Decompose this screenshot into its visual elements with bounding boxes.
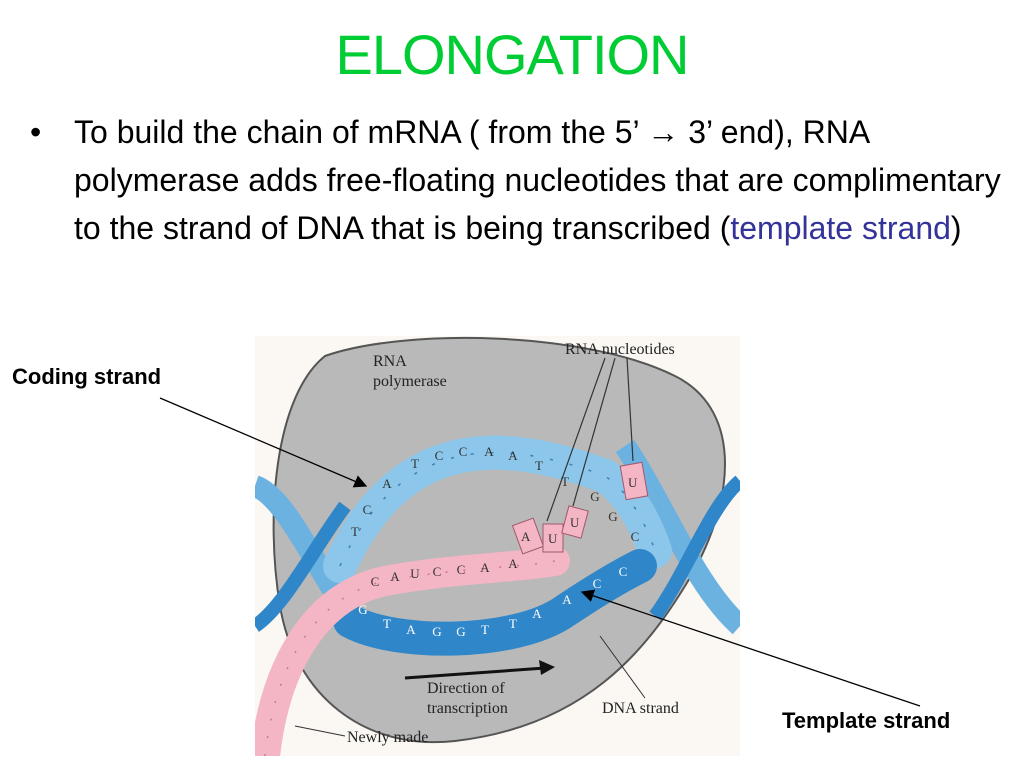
slide-title: ELONGATION bbox=[335, 23, 689, 86]
template-base-letter: C bbox=[593, 576, 602, 591]
coding-base-letter: T bbox=[561, 474, 569, 489]
coding-base-letter: C bbox=[435, 448, 444, 463]
rna-base-letter: U bbox=[410, 566, 420, 581]
dna-helix-left-back bbox=[250, 501, 351, 632]
right-arrow-icon: → bbox=[647, 114, 680, 150]
polymerase-label-line1: RNA bbox=[373, 353, 407, 370]
coding-base-letter: T bbox=[351, 524, 359, 539]
newly-made-pointer bbox=[294, 725, 346, 737]
template-base-letter: T bbox=[383, 616, 391, 631]
rna-base-letter: A bbox=[508, 556, 518, 571]
label-pointer-line bbox=[546, 357, 606, 522]
free-nucleotide: U bbox=[542, 523, 564, 553]
coding-base-letter: A bbox=[508, 448, 518, 463]
coding-base-letter: A bbox=[382, 476, 392, 491]
bullet-text: To build the chain of mRNA ( from the 5’… bbox=[74, 108, 1010, 252]
direction-arrow bbox=[404, 666, 546, 680]
template-strand-band bbox=[333, 549, 657, 656]
label-pointer-line bbox=[572, 357, 616, 507]
label-pointer-line bbox=[626, 357, 634, 462]
coding-base-letter: C bbox=[363, 502, 372, 517]
template-base-letter: G bbox=[456, 624, 465, 639]
template-base-letter: C bbox=[619, 564, 628, 579]
rna-nucleotides-label: RNA nucleotides bbox=[565, 341, 675, 358]
rna-base-letter: A bbox=[480, 560, 490, 575]
free-nucleotide-letter: U bbox=[628, 475, 638, 490]
template-base-letter: G bbox=[432, 624, 441, 639]
dna-strand-label: DNA strand bbox=[602, 700, 679, 717]
bullet-text-middle: 3’ end), RNA polymerase adds free-floati… bbox=[74, 114, 1001, 246]
coding-base-letter: C bbox=[459, 444, 468, 459]
free-nucleotide: U bbox=[561, 505, 589, 539]
coding-base-letter: T bbox=[411, 456, 419, 471]
coding-strand-label: Coding strand bbox=[12, 364, 162, 389]
template-base-letter: T bbox=[509, 616, 517, 631]
bullet-dot: • bbox=[30, 114, 42, 150]
coding-strand-ticks bbox=[339, 451, 656, 567]
rna-strand bbox=[250, 546, 570, 768]
newly-made-label: Newly made bbox=[347, 729, 428, 746]
bullet-point: • To build the chain of mRNA ( from the … bbox=[30, 108, 1010, 252]
template-base-letter: T bbox=[481, 622, 489, 637]
direction-arrowhead-icon bbox=[539, 660, 555, 675]
free-nucleotide: U bbox=[619, 461, 649, 501]
coding-base-letter: A bbox=[484, 444, 494, 459]
coding-base-letter: G bbox=[608, 509, 617, 524]
polymerase-label-line2: polymerase bbox=[373, 373, 447, 390]
template-base-letter: G bbox=[358, 602, 367, 617]
direction-label-line1: Direction of bbox=[427, 680, 505, 697]
template-base-letter: A bbox=[532, 606, 542, 621]
template-base-letter: A bbox=[406, 622, 416, 637]
coding-base-letter: C bbox=[631, 529, 640, 544]
bullet-text-end: ) bbox=[950, 210, 962, 246]
rna-base-letter: C bbox=[457, 562, 466, 577]
rna-base-letter: A bbox=[390, 569, 400, 584]
direction-label-line2: transcription bbox=[427, 700, 508, 717]
free-nucleotide-letter: U bbox=[548, 531, 558, 546]
template-strand-highlight: template strand bbox=[730, 210, 951, 246]
coding-base-letter: T bbox=[535, 458, 543, 473]
free-nucleotide: A bbox=[511, 517, 545, 555]
template-base-letter: A bbox=[562, 592, 572, 607]
coding-base-letter: G bbox=[590, 489, 599, 504]
free-nucleotide-letter: U bbox=[570, 515, 580, 530]
free-nucleotide-letter: A bbox=[521, 529, 531, 544]
rna-base-letter: C bbox=[433, 564, 442, 579]
template-strand-label: Template strand bbox=[782, 708, 951, 733]
rna-base-letter: C bbox=[371, 574, 380, 589]
bullet-text-start: To build the chain of mRNA ( from the 5’ bbox=[74, 114, 648, 150]
